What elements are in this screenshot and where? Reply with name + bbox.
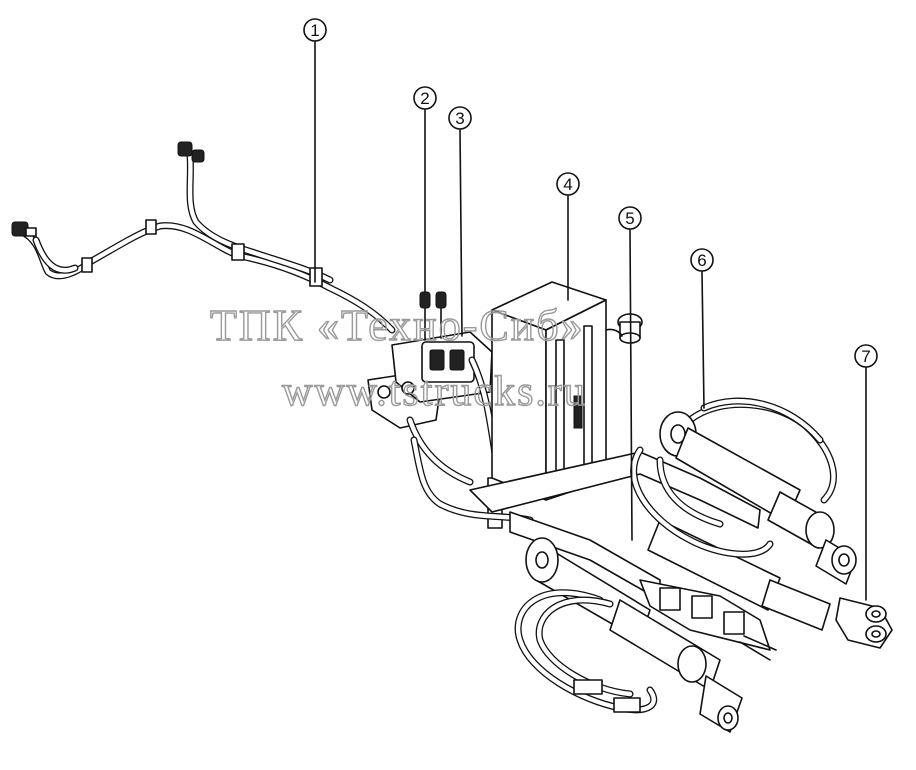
cylinder-clevis [835,597,893,649]
callout-bubble [448,106,472,130]
callout-6: 6 [690,248,714,409]
hydraulic-cylinder-rear [659,397,857,585]
watermark-line-1: ТПК «Техно-Сиб» [210,301,585,350]
filler-cap [605,313,643,344]
watermark: ТПК «Техно-Сиб» www.tstrucks.ru [209,300,587,415]
hose-clamp [309,267,323,287]
callout-number: 2 [420,89,429,108]
tank [491,281,607,501]
callout-bubble [618,206,642,230]
callout-number: 4 [563,175,572,194]
connector-couplings [419,291,447,341]
watermark-line-2: www.tstrucks.ru [282,369,587,415]
valve-block [367,331,519,429]
hose-clamp [613,697,641,713]
middle-cylinder [647,519,831,631]
callout-bubble [690,248,714,272]
hose-harness [11,141,396,334]
front-hose-loop [514,589,658,714]
callout-number: 3 [455,109,464,128]
callout-number: 7 [861,347,870,366]
callout-3: 3 [448,106,472,337]
callout-1: 1 [303,18,327,283]
hose-clamp [231,243,245,261]
callout-bubble [303,18,327,42]
hose-clamp [573,679,603,695]
callout-5: 5 [618,206,642,541]
callout-7: 7 [854,344,878,601]
callout-number: 6 [697,251,706,270]
middle-hose-loop [630,446,774,558]
control-valves [639,579,777,661]
hose-clamp [145,219,157,235]
hose-end-fitting-top [177,141,205,163]
hose-end-fitting-left [11,221,37,237]
callout-bubble [556,172,580,196]
callout-2: 2 [413,86,437,293]
callout-4: 4 [556,172,580,301]
sight-gauge [573,395,583,429]
hose-clamp [81,257,93,273]
callout-number: 1 [310,21,319,40]
callout-bubble [854,344,878,368]
callout-bubble [413,86,437,110]
callout-number: 5 [625,209,634,228]
